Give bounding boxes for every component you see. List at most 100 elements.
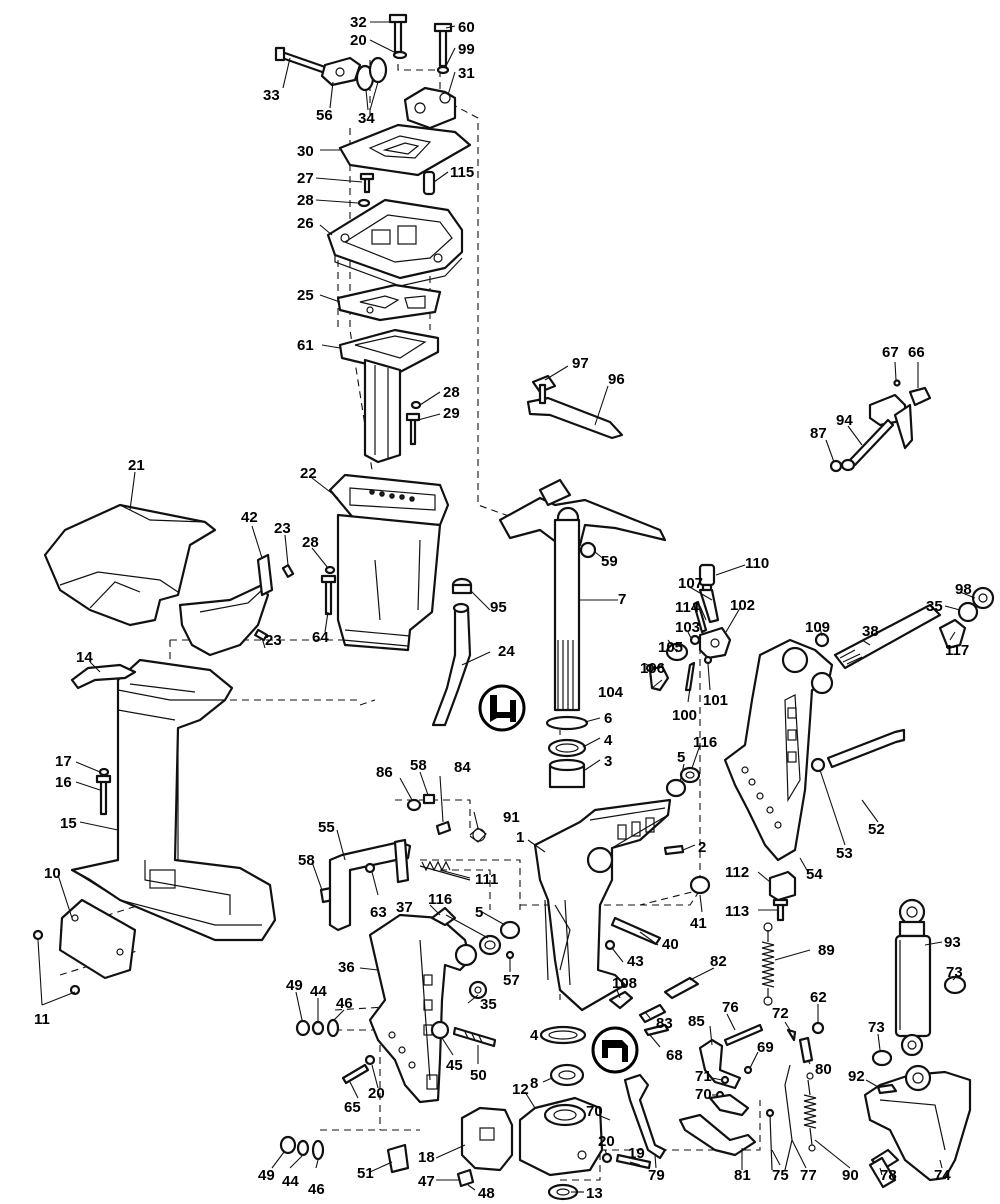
part-label-73: 73 [946, 964, 963, 981]
part-label-15: 15 [60, 815, 77, 832]
seals-6-4-3 [545, 715, 589, 789]
part-label-28: 28 [302, 534, 319, 551]
part-label-81: 81 [734, 1167, 751, 1184]
part-label-99: 99 [458, 41, 475, 58]
part-label-97: 97 [572, 355, 589, 372]
part-label-115: 115 [450, 164, 474, 181]
part-label-101: 101 [703, 692, 728, 709]
part-label-66: 66 [908, 344, 925, 361]
part-label-111: 111 [475, 871, 498, 888]
shroud-42 [178, 553, 274, 657]
link-55-rod-111 [328, 838, 471, 932]
part-label-93: 93 [944, 934, 961, 951]
part-label-117: 117 [945, 642, 969, 659]
midsection-15 [70, 658, 277, 942]
part-label-4: 4 [604, 732, 613, 749]
part-label-114: 114 [675, 599, 700, 616]
adapter-plate-26 [326, 198, 464, 287]
part-label-42: 42 [241, 509, 258, 526]
part-label-51: 51 [357, 1165, 374, 1182]
links-108-82-83 [608, 976, 700, 1024]
spring-89 [761, 922, 775, 1006]
part-label-83: 83 [656, 1015, 673, 1032]
part-label-31: 31 [458, 65, 475, 82]
trim-cylinder-93 [871, 898, 967, 1067]
part-label-58: 58 [410, 757, 427, 774]
part-label-29: 29 [443, 405, 460, 422]
swivel-bracket-1 [533, 798, 672, 1012]
part-label-110: 110 [745, 555, 769, 572]
cover-plate-10 [32, 898, 137, 996]
part-label-112: 112 [725, 864, 749, 881]
part-label-70: 70 [695, 1086, 712, 1103]
part-label-96: 96 [608, 371, 625, 388]
part-label-11: 11 [34, 1011, 50, 1028]
part-label-34: 34 [358, 110, 375, 127]
part-label-87: 87 [810, 425, 827, 442]
pins-72-62-80 [786, 1021, 825, 1064]
part-label-5: 5 [475, 904, 483, 921]
part-label-79: 79 [648, 1167, 665, 1184]
part-label-62: 62 [810, 989, 827, 1006]
part-label-77: 77 [800, 1167, 817, 1184]
part-label-68: 68 [666, 1047, 683, 1064]
part-label-47: 47 [418, 1173, 435, 1190]
part-number-labels: 32 20 60 99 31 33 56 34 30 27 28 115 26 … [34, 14, 972, 1202]
washers-49-44-46-lower [279, 1135, 325, 1161]
part-label-64: 64 [312, 629, 329, 646]
washers-49-44-46-upper [295, 1018, 340, 1038]
clamp-bracket-36 [368, 906, 478, 1104]
part-label-28: 28 [443, 384, 460, 401]
bolt-50-washer-45 [430, 1020, 497, 1048]
part-label-103: 103 [675, 619, 700, 636]
part-label-107: 107 [678, 575, 703, 592]
part-label-90: 90 [842, 1167, 859, 1184]
steering-arm-7 [498, 478, 667, 712]
part-label-63: 63 [370, 904, 387, 921]
part-label-38: 38 [862, 623, 879, 640]
leader-lines [37, 21, 976, 1193]
part-label-13: 13 [586, 1185, 603, 1202]
part-label-52: 52 [868, 821, 885, 838]
link-85-assembly [643, 1023, 764, 1100]
part-label-53: 53 [836, 845, 853, 862]
part-label-71: 71 [695, 1068, 712, 1085]
part-label-10: 10 [44, 865, 61, 882]
part-label-12: 12 [512, 1081, 529, 1098]
part-label-44: 44 [282, 1173, 299, 1190]
tilt-tube-38 [814, 586, 995, 670]
top-mount-bracket-assembly [274, 13, 457, 130]
tool-symbol-badge-bottom [591, 1026, 639, 1074]
swivel-tube-12 [518, 1096, 652, 1201]
part-label-46: 46 [336, 995, 353, 1012]
part-label-32: 32 [350, 14, 367, 31]
part-label-21: 21 [128, 457, 145, 474]
rod-52-bushing-53 [810, 728, 906, 773]
part-label-61: 61 [297, 337, 314, 354]
part-label-49: 49 [258, 1167, 275, 1184]
part-label-23: 23 [274, 520, 291, 537]
part-label-89: 89 [818, 942, 835, 959]
bushings-left [468, 920, 521, 1000]
part-label-3: 3 [604, 753, 612, 770]
bracket-96 [526, 374, 624, 440]
driveshaft-housing-22 [328, 473, 450, 652]
part-label-56: 56 [316, 107, 333, 124]
part-label-23: 23 [265, 632, 282, 649]
part-label-18: 18 [418, 1149, 435, 1166]
block-18-plate-51 [386, 1106, 514, 1188]
part-label-20: 20 [350, 32, 367, 49]
seals-4-8 [539, 1025, 587, 1087]
part-label-106: 106 [640, 660, 665, 677]
part-label-116: 116 [428, 891, 452, 908]
bolt-65-washer-20 [341, 1054, 376, 1085]
part-label-2: 2 [698, 839, 706, 856]
part-label-109: 109 [805, 619, 830, 636]
part-label-14: 14 [76, 649, 93, 666]
screws-23-28-64 [254, 564, 337, 642]
part-label-26: 26 [297, 215, 314, 232]
part-label-94: 94 [836, 412, 853, 429]
part-label-48: 48 [478, 1185, 495, 1202]
part-label-6: 6 [604, 710, 612, 727]
